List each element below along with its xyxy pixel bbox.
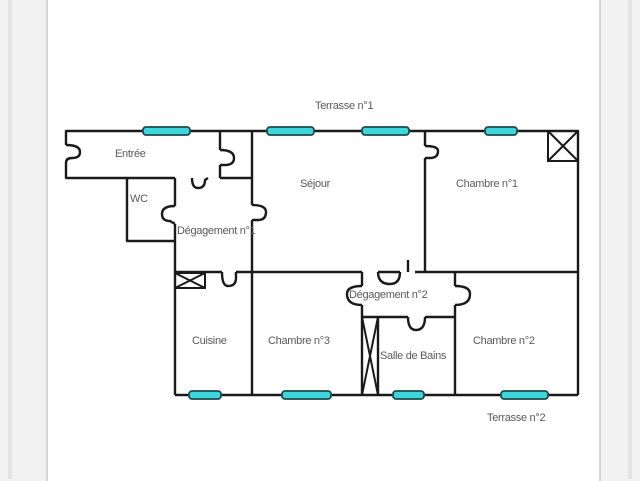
window-chambre2 <box>500 390 549 400</box>
label-terrasse1: Terrasse n°1 <box>315 100 374 112</box>
label-entree: Entrée <box>115 148 146 160</box>
door-salle-de-bains <box>406 316 427 332</box>
window-sejour-2 <box>361 126 410 136</box>
window-salle-de-bains <box>392 390 425 400</box>
duct-chambre1 <box>547 130 579 162</box>
door-closet <box>219 148 236 167</box>
wall-entree <box>64 129 252 180</box>
label-chambre1: Chambre n°1 <box>456 178 518 190</box>
label-terrasse2: Terrasse n°2 <box>487 412 546 424</box>
door-cuisine <box>220 271 238 288</box>
window-chambre3 <box>281 390 332 400</box>
window-cuisine <box>188 390 222 400</box>
label-degagement1: Dégagement n°1 <box>177 225 256 237</box>
label-sejour: Séjour <box>300 178 330 190</box>
left-margin-strip <box>8 0 12 479</box>
label-degagement2: Dégagement n°2 <box>349 289 428 301</box>
door-sejour-left <box>251 203 268 222</box>
door-entree-bottom <box>190 177 209 190</box>
duct-cuisine <box>174 272 206 289</box>
door-degagement2-top <box>376 271 402 286</box>
door-chambre3 <box>345 284 363 307</box>
label-salle-de-bains: Salle de Bains <box>380 350 447 362</box>
door-chambre2 <box>454 284 472 307</box>
label-wc: WC <box>130 193 148 205</box>
window-sejour-1 <box>266 126 315 136</box>
wall-wc <box>125 178 175 243</box>
door-chambre1 <box>424 144 440 160</box>
door-wc <box>160 204 176 226</box>
door-entree-left <box>64 143 82 164</box>
window-entree <box>142 126 191 136</box>
label-chambre3: Chambre n°3 <box>268 335 330 347</box>
wall-bath-left <box>360 317 380 395</box>
window-chambre1 <box>484 126 518 136</box>
label-cuisine: Cuisine <box>192 335 227 347</box>
right-margin-strip <box>628 0 632 479</box>
label-chambre2: Chambre n°2 <box>473 335 535 347</box>
